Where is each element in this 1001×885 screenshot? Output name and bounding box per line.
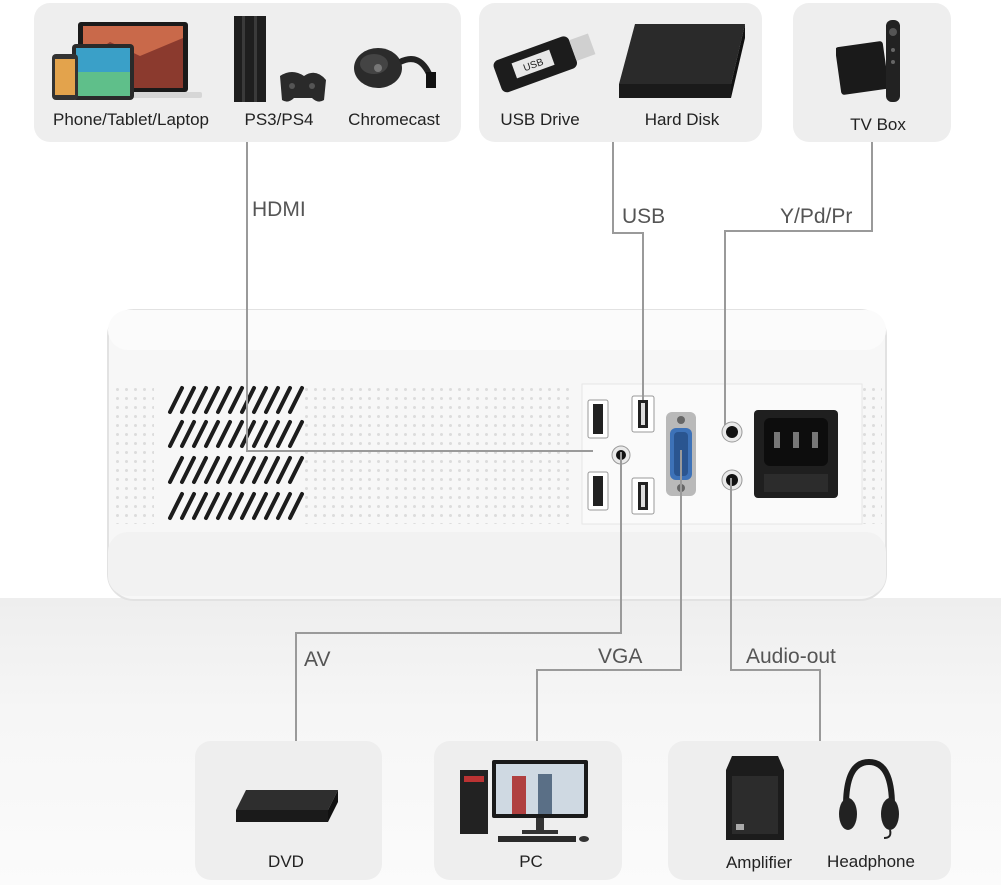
hdmi-port-label: HDMI [252, 198, 306, 221]
usb-port-2 [631, 477, 655, 515]
pc-label: PC [519, 852, 543, 871]
usb-drive-label: USB Drive [500, 110, 580, 129]
phone-tablet-laptop-label: Phone/Tablet/Laptop [53, 110, 209, 129]
audio-out-port-label: Audio-out [746, 645, 836, 668]
usb-port-label: USB [622, 205, 666, 228]
vent-grille [168, 386, 304, 520]
tv-box-label: TV Box [850, 115, 906, 134]
ypdpr-port-label: Y/Pd/Pr [780, 205, 853, 228]
av-port-label: AV [304, 648, 331, 671]
hard-disk-icon [619, 24, 745, 98]
dvd-label: DVD [268, 852, 304, 871]
vga-port-label: VGA [598, 645, 643, 668]
hdmi-port-2 [587, 471, 609, 511]
power-socket [754, 410, 838, 498]
usb-drive-icon: USB [493, 33, 596, 93]
game-console-icon [234, 16, 326, 102]
tv-box-icon [836, 20, 900, 102]
card-audio-output [668, 741, 951, 880]
phone-tablet-laptop-icon [52, 22, 202, 100]
amplifier-label: Amplifier [725, 853, 793, 872]
chromecast-icon [354, 48, 436, 88]
hdmi-port-1 [587, 399, 609, 439]
chromecast-label: Chromecast [348, 110, 440, 129]
headphone-icon [839, 758, 899, 839]
hard-disk-label: Hard Disk [644, 110, 720, 129]
pc-icon [460, 760, 589, 842]
ps3-ps4-label: PS3/PS4 [244, 110, 314, 129]
amplifier-speaker-icon [726, 756, 784, 840]
dvd-player-icon [236, 790, 338, 822]
headphone-label: Headphone [827, 852, 915, 871]
ypdpr-jack [721, 421, 743, 443]
